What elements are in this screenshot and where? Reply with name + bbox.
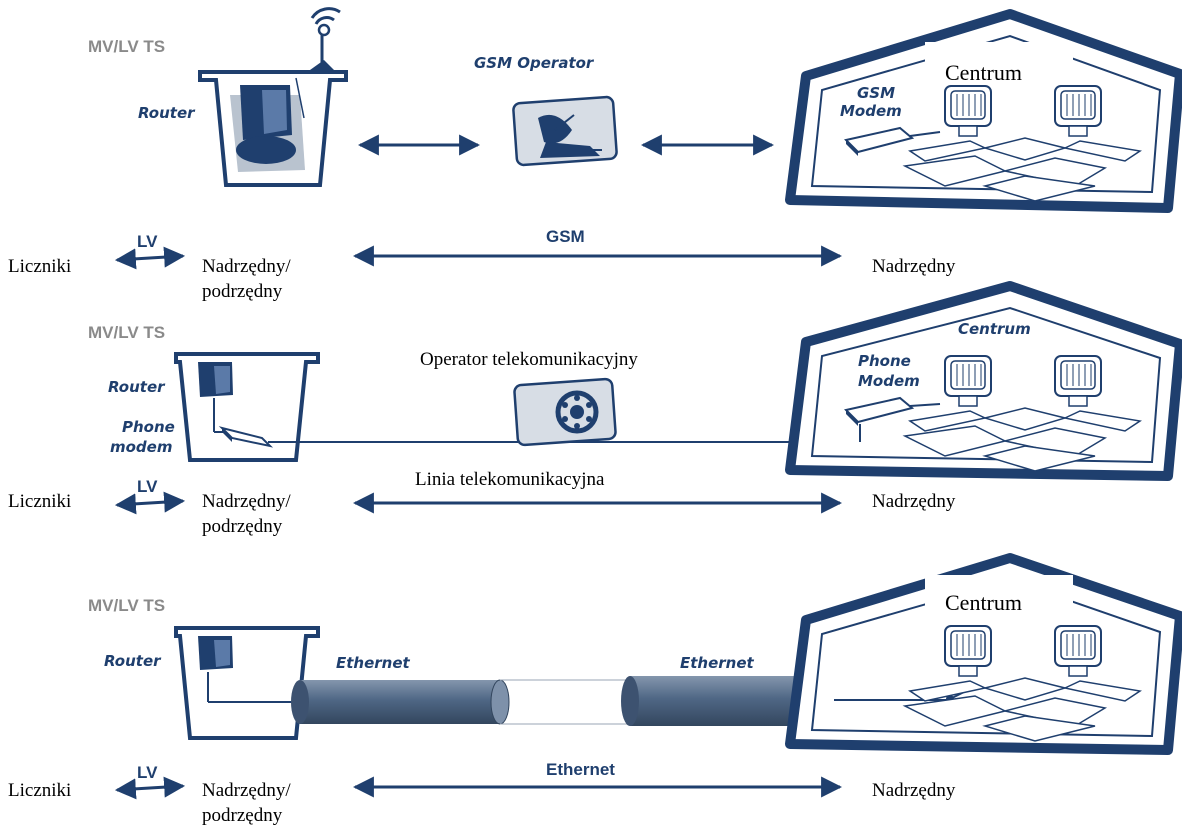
lv-arrow (114, 776, 186, 800)
lv-arrow (114, 491, 186, 515)
master-slave-label-2: podrzędny (202, 281, 283, 302)
site-label: MV/LV TS (88, 37, 165, 56)
station-icon (198, 70, 348, 187)
panel-phone: MV/LV TS Router Phone modem Operator tel… (8, 281, 1182, 537)
router-label: Router (138, 104, 196, 122)
cable-label-left: Ethernet (336, 654, 411, 672)
link-type-label: GSM (546, 227, 585, 246)
cable-label-right: Ethernet (680, 654, 755, 672)
panel-ethernet: MV/LV TS Router Ethernet Ethernet (8, 553, 1182, 826)
modem-icon (844, 396, 941, 442)
operator-label: GSM Operator (474, 54, 595, 72)
center-modem-label-1: GSM (857, 84, 895, 102)
center-label: Centrum (945, 60, 1022, 85)
lv-label: LV (137, 232, 158, 251)
station-icon (174, 352, 320, 462)
meters-label: Liczniki (8, 256, 71, 277)
lv-arrow (114, 246, 186, 270)
lv-label: LV (137, 763, 158, 782)
antenna-icon (310, 7, 341, 70)
satellite-dish-icon (512, 95, 618, 167)
master-slave-label-1: Nadrzędny/ (202, 256, 291, 277)
modem-icon (844, 126, 941, 156)
link-type-label: Linia telekomunikacyjna (415, 469, 605, 490)
site-label: MV/LV TS (88, 596, 165, 615)
master-slave-label-1: Nadrzędny/ (202, 780, 291, 801)
center-building-icon (785, 553, 1182, 755)
master-label: Nadrzędny (872, 491, 956, 512)
modem-label-1: Phone (122, 418, 175, 436)
master-slave-label-2: podrzędny (202, 805, 283, 826)
meters-label: Liczniki (8, 491, 71, 512)
master-slave-label-1: Nadrzędny/ (202, 491, 291, 512)
meters-label: Liczniki (8, 780, 71, 801)
lv-label: LV (137, 477, 158, 496)
center-label: Centrum (958, 320, 1031, 338)
operator-label: Operator telekomunikacyjny (420, 349, 638, 370)
ethernet-cable-icon (291, 675, 836, 727)
site-label: MV/LV TS (88, 323, 165, 342)
rotary-phone-icon (513, 377, 617, 447)
center-modem-label-1: Phone (858, 352, 911, 370)
panel-gsm: MV/LV TS Router GSM Operator (8, 7, 1182, 302)
link-type-label: Ethernet (546, 760, 615, 779)
modem-label-2: modem (110, 438, 172, 456)
master-slave-label-2: podrzędny (202, 516, 283, 537)
master-label: Nadrzędny (872, 256, 956, 277)
router-label: Router (108, 378, 166, 396)
master-label: Nadrzędny (872, 780, 956, 801)
center-building-icon (785, 9, 1182, 213)
center-label: Centrum (945, 590, 1022, 615)
center-modem-label-2: Modem (840, 102, 902, 120)
center-modem-label-2: Modem (858, 372, 920, 390)
router-label: Router (104, 652, 162, 670)
